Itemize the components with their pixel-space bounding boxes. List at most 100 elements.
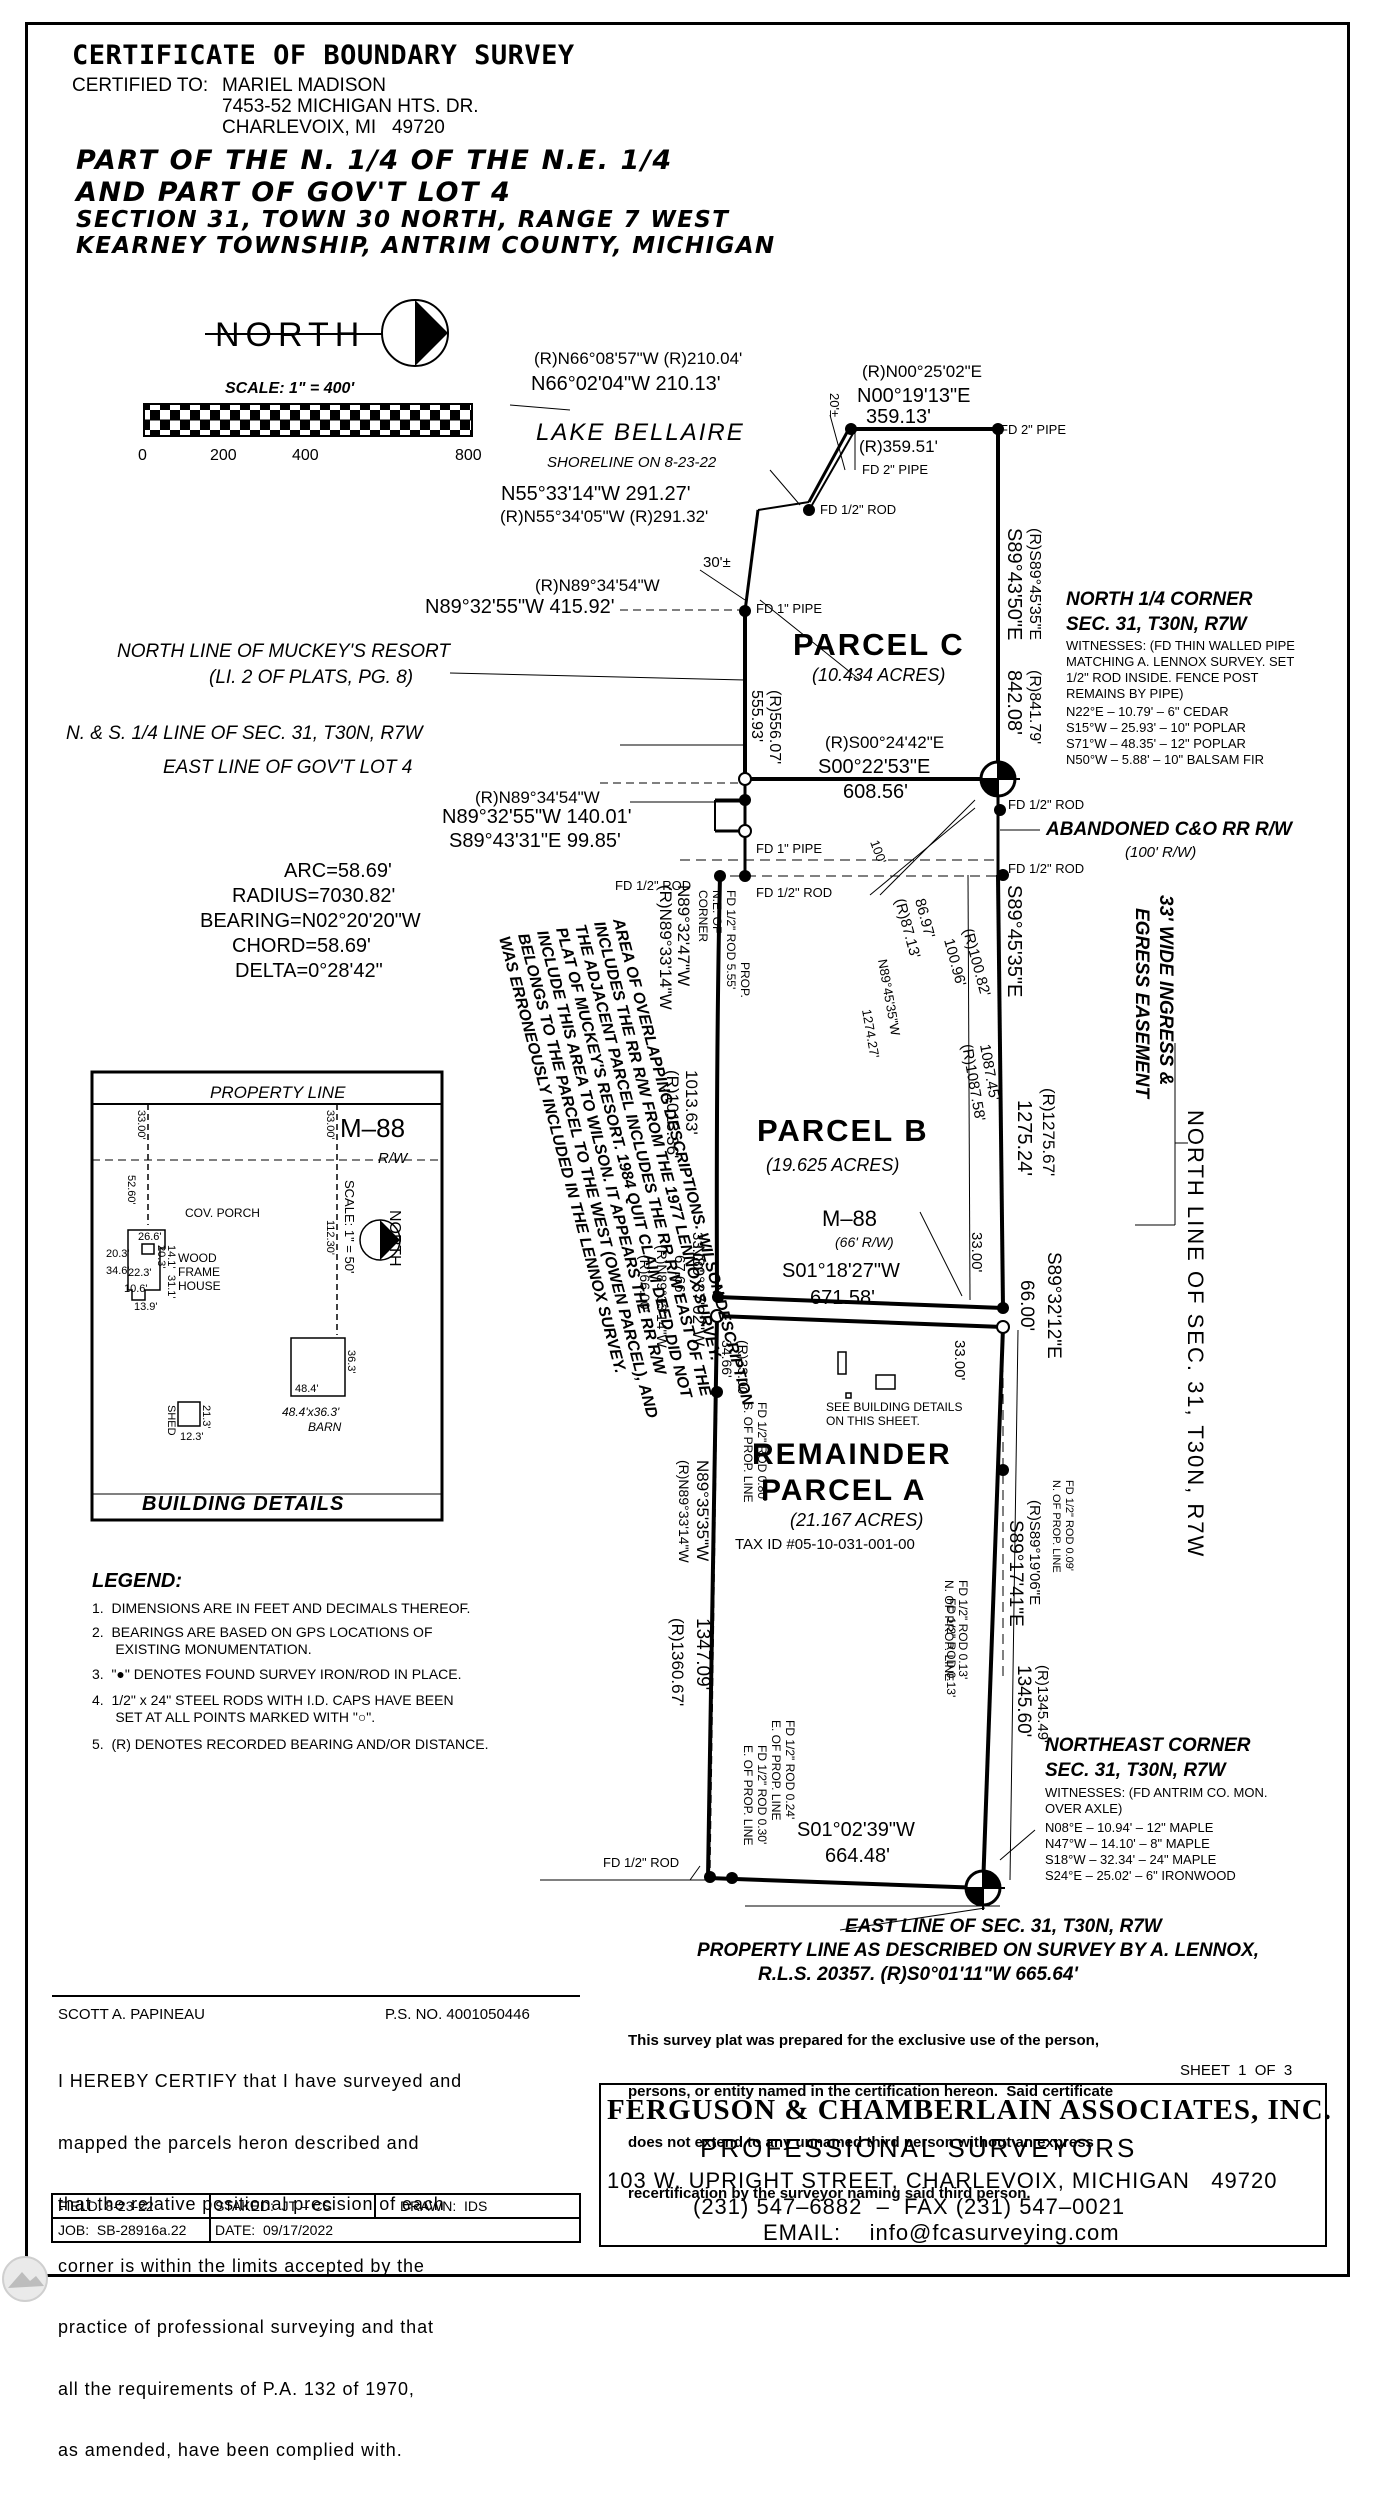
muckey-line-ref: (LI. 2 OF PLATS, PG. 8) [209, 667, 413, 688]
distance-label: (R)66.00' [637, 1255, 653, 1312]
bd-scale: SCALE: 1" = 50' [342, 1180, 357, 1273]
distance-label: (R)1360.67' [668, 1618, 687, 1706]
legend-item: EXISTING MONUMENTATION. [92, 1641, 312, 1657]
bd-barn-dims: 48.4'x36.3' [282, 1405, 340, 1419]
curve-bearing: BEARING=N02°20'20"W [200, 910, 421, 932]
bearing-label: (R)N89°33'14"W [654, 1245, 670, 1349]
distance-label: 33.00' [689, 1232, 706, 1273]
n14-corner-title-2: SEC. 31, T30N, R7W [1066, 614, 1249, 635]
bd-dimension: 20.3' [106, 1248, 130, 1260]
n14-corner-title: NORTH 1/4 CORNER [1066, 589, 1253, 610]
shed-footprint [845, 1392, 852, 1399]
parcel-b-acres: (19.625 ACRES) [766, 1155, 899, 1175]
n14-witness: 1/2" ROD INSIDE. FENCE POST [1066, 670, 1258, 685]
bd-north-label: NORTH [386, 1210, 403, 1267]
easement-label: 33' WIDE INGRESS & [1155, 895, 1176, 1085]
leader-lines [449, 404, 1188, 1931]
bearing-label: N89°45'35"W [875, 958, 903, 1037]
monument-label: FD 1/2" ROD [603, 1855, 679, 1870]
distance-label: (R)556.07' [766, 690, 783, 764]
n14-witness: S15°W – 25.93' – 10" POPLAR [1066, 720, 1246, 735]
bearing-label: N89°32'55"W 140.01' [442, 806, 632, 828]
found-iron-dot [739, 794, 751, 806]
curve-radius: RADIUS=7030.82' [232, 885, 395, 907]
parcel-b-label: PARCEL B [757, 1113, 929, 1148]
bd-barn-label: BARN [308, 1420, 342, 1434]
survey-sheet: CERTIFICATE OF BOUNDARY SURVEY CERTIFIED… [2, 22, 1350, 2460]
found-iron-dot [997, 869, 1009, 881]
job-number: JOB: SB-28916a.22 [58, 2222, 187, 2238]
firm-email: EMAIL: info@fcasurveying.com [763, 2220, 1120, 2245]
bearing-label: S00°22'53"E [818, 756, 930, 778]
parcel-a-label: PARCEL A [761, 1474, 926, 1507]
bearing-label: N55°33'14"W 291.27' [501, 483, 691, 505]
bd-dimension: 112.30' [324, 1220, 336, 1255]
certified-address-2: CHARLEVOIX, MI 49720 [222, 117, 445, 138]
legend-title: LEGEND: [92, 1570, 182, 1592]
firm-address: 103 W. UPRIGHT STREET, CHARLEVOIX, MICHI… [607, 2168, 1278, 2193]
certified-to-label: CERTIFIED TO: [72, 75, 209, 96]
curve-arc: ARC=58.69' [284, 860, 392, 882]
bd-dimension: 13.9' [134, 1301, 158, 1313]
rod-note: FD 1/2" ROD 0.13' [944, 1598, 958, 1697]
distance-label: (R)33.00' [735, 1340, 751, 1397]
bd-house-label: HOUSE [178, 1279, 221, 1293]
monument-label: FD 1" PIPE [756, 841, 822, 856]
corner-note: FD 1/2" ROD 5.55' [724, 890, 738, 989]
ne-witness: WITNESSES: (FD ANTRIM CO. MON. [1045, 1785, 1267, 1800]
corner-note: PROP. [738, 962, 752, 998]
m88-width: (66' R/W) [835, 1234, 894, 1250]
scale-bar: SCALE: 1" = 400' 0 200 400 800 [138, 380, 482, 464]
barn-footprint [875, 1374, 896, 1390]
found-iron-dot [739, 870, 751, 882]
found-iron-dot [997, 1464, 1009, 1476]
monument-label: FD 1/2" ROD [756, 885, 832, 900]
set-iron-circle [710, 1309, 724, 1323]
offset-label: 30'± [703, 554, 731, 571]
n14-witness: N22°E – 10.79' – 6" CEDAR [1066, 704, 1229, 719]
east-line-label: EAST LINE OF SEC. 31, T30N, R7W [845, 1916, 1164, 1937]
found-iron-dot [803, 504, 815, 516]
description-line-4: KEARNEY TOWNSHIP, ANTRIM COUNTY, MICHIGA… [76, 233, 776, 259]
bd-porch-outline [141, 1243, 155, 1255]
certification-line: mapped the parcels heron described and [58, 2132, 420, 2153]
bd-m88: M–88 [340, 1113, 405, 1143]
drawn-by: DRAWN: IDS [400, 2198, 488, 2214]
bd-dimension: 20.3' [155, 1245, 167, 1269]
bd-dimension: 10.6' [124, 1283, 148, 1295]
distance-label: 67.66' [671, 1255, 688, 1296]
bd-house-outline [127, 1229, 166, 1301]
found-iron-dot [712, 1291, 724, 1303]
n14-witness: MATCHING A. LENNOX SURVEY. SET [1066, 654, 1294, 669]
set-iron-circle [738, 772, 752, 786]
site-buildings [837, 1351, 896, 1399]
drawing-date: DATE: 09/17/2022 [215, 2222, 334, 2238]
bd-dimension: 52.60' [125, 1175, 137, 1205]
bearing-label: (R)N89°34'54"W [535, 576, 660, 595]
rod-note: FD 1/2" ROD 0.13' [956, 1580, 970, 1679]
certification-line: practice of professional surveying and t… [58, 2317, 434, 2337]
rod-note: N. OF PROP. LINE [1050, 1480, 1062, 1573]
bd-barn-outline [290, 1337, 346, 1397]
found-iron-dot [739, 605, 751, 617]
rod-note: FD 1/2" ROD 0.80' [755, 1402, 769, 1501]
legend-item: 1. DIMENSIONS ARE IN FEET AND DECIMALS T… [92, 1600, 471, 1616]
ne-witness: N47°W – 14.10' – 8" MAPLE [1045, 1836, 1210, 1851]
corner-note: CORNER [696, 890, 710, 942]
curve-delta: DELTA=0°28'42" [235, 960, 383, 982]
bearing-label: (R)N89°33'14"W [676, 1460, 692, 1564]
n14-witness: WITNESSES: (FD THIN WALLED PIPE [1066, 638, 1295, 653]
bd-dimension: 33.00' [135, 1110, 147, 1140]
monument-label: FD 2" PIPE [862, 462, 928, 477]
bearing-label: (R)N55°34'05"W (R)291.32' [500, 507, 708, 526]
north-arrow: NORTH [205, 299, 449, 367]
bd-property-line: PROPERTY LINE [210, 1083, 346, 1102]
bearing-label: S89°45'35"E [1003, 885, 1025, 997]
distance-label: 842.08' [1003, 670, 1025, 735]
found-iron-dot [726, 1872, 738, 1884]
bd-dimension: 26.6' [138, 1231, 162, 1243]
monument-label: FD 1/2" ROD [615, 878, 691, 893]
disclaimer: This survey plat was prepared for the ex… [628, 1998, 1113, 2236]
bearing-label: (R)S89°45'35"E [1026, 528, 1043, 640]
certification-line: that the relative positional precision o… [58, 2194, 445, 2214]
